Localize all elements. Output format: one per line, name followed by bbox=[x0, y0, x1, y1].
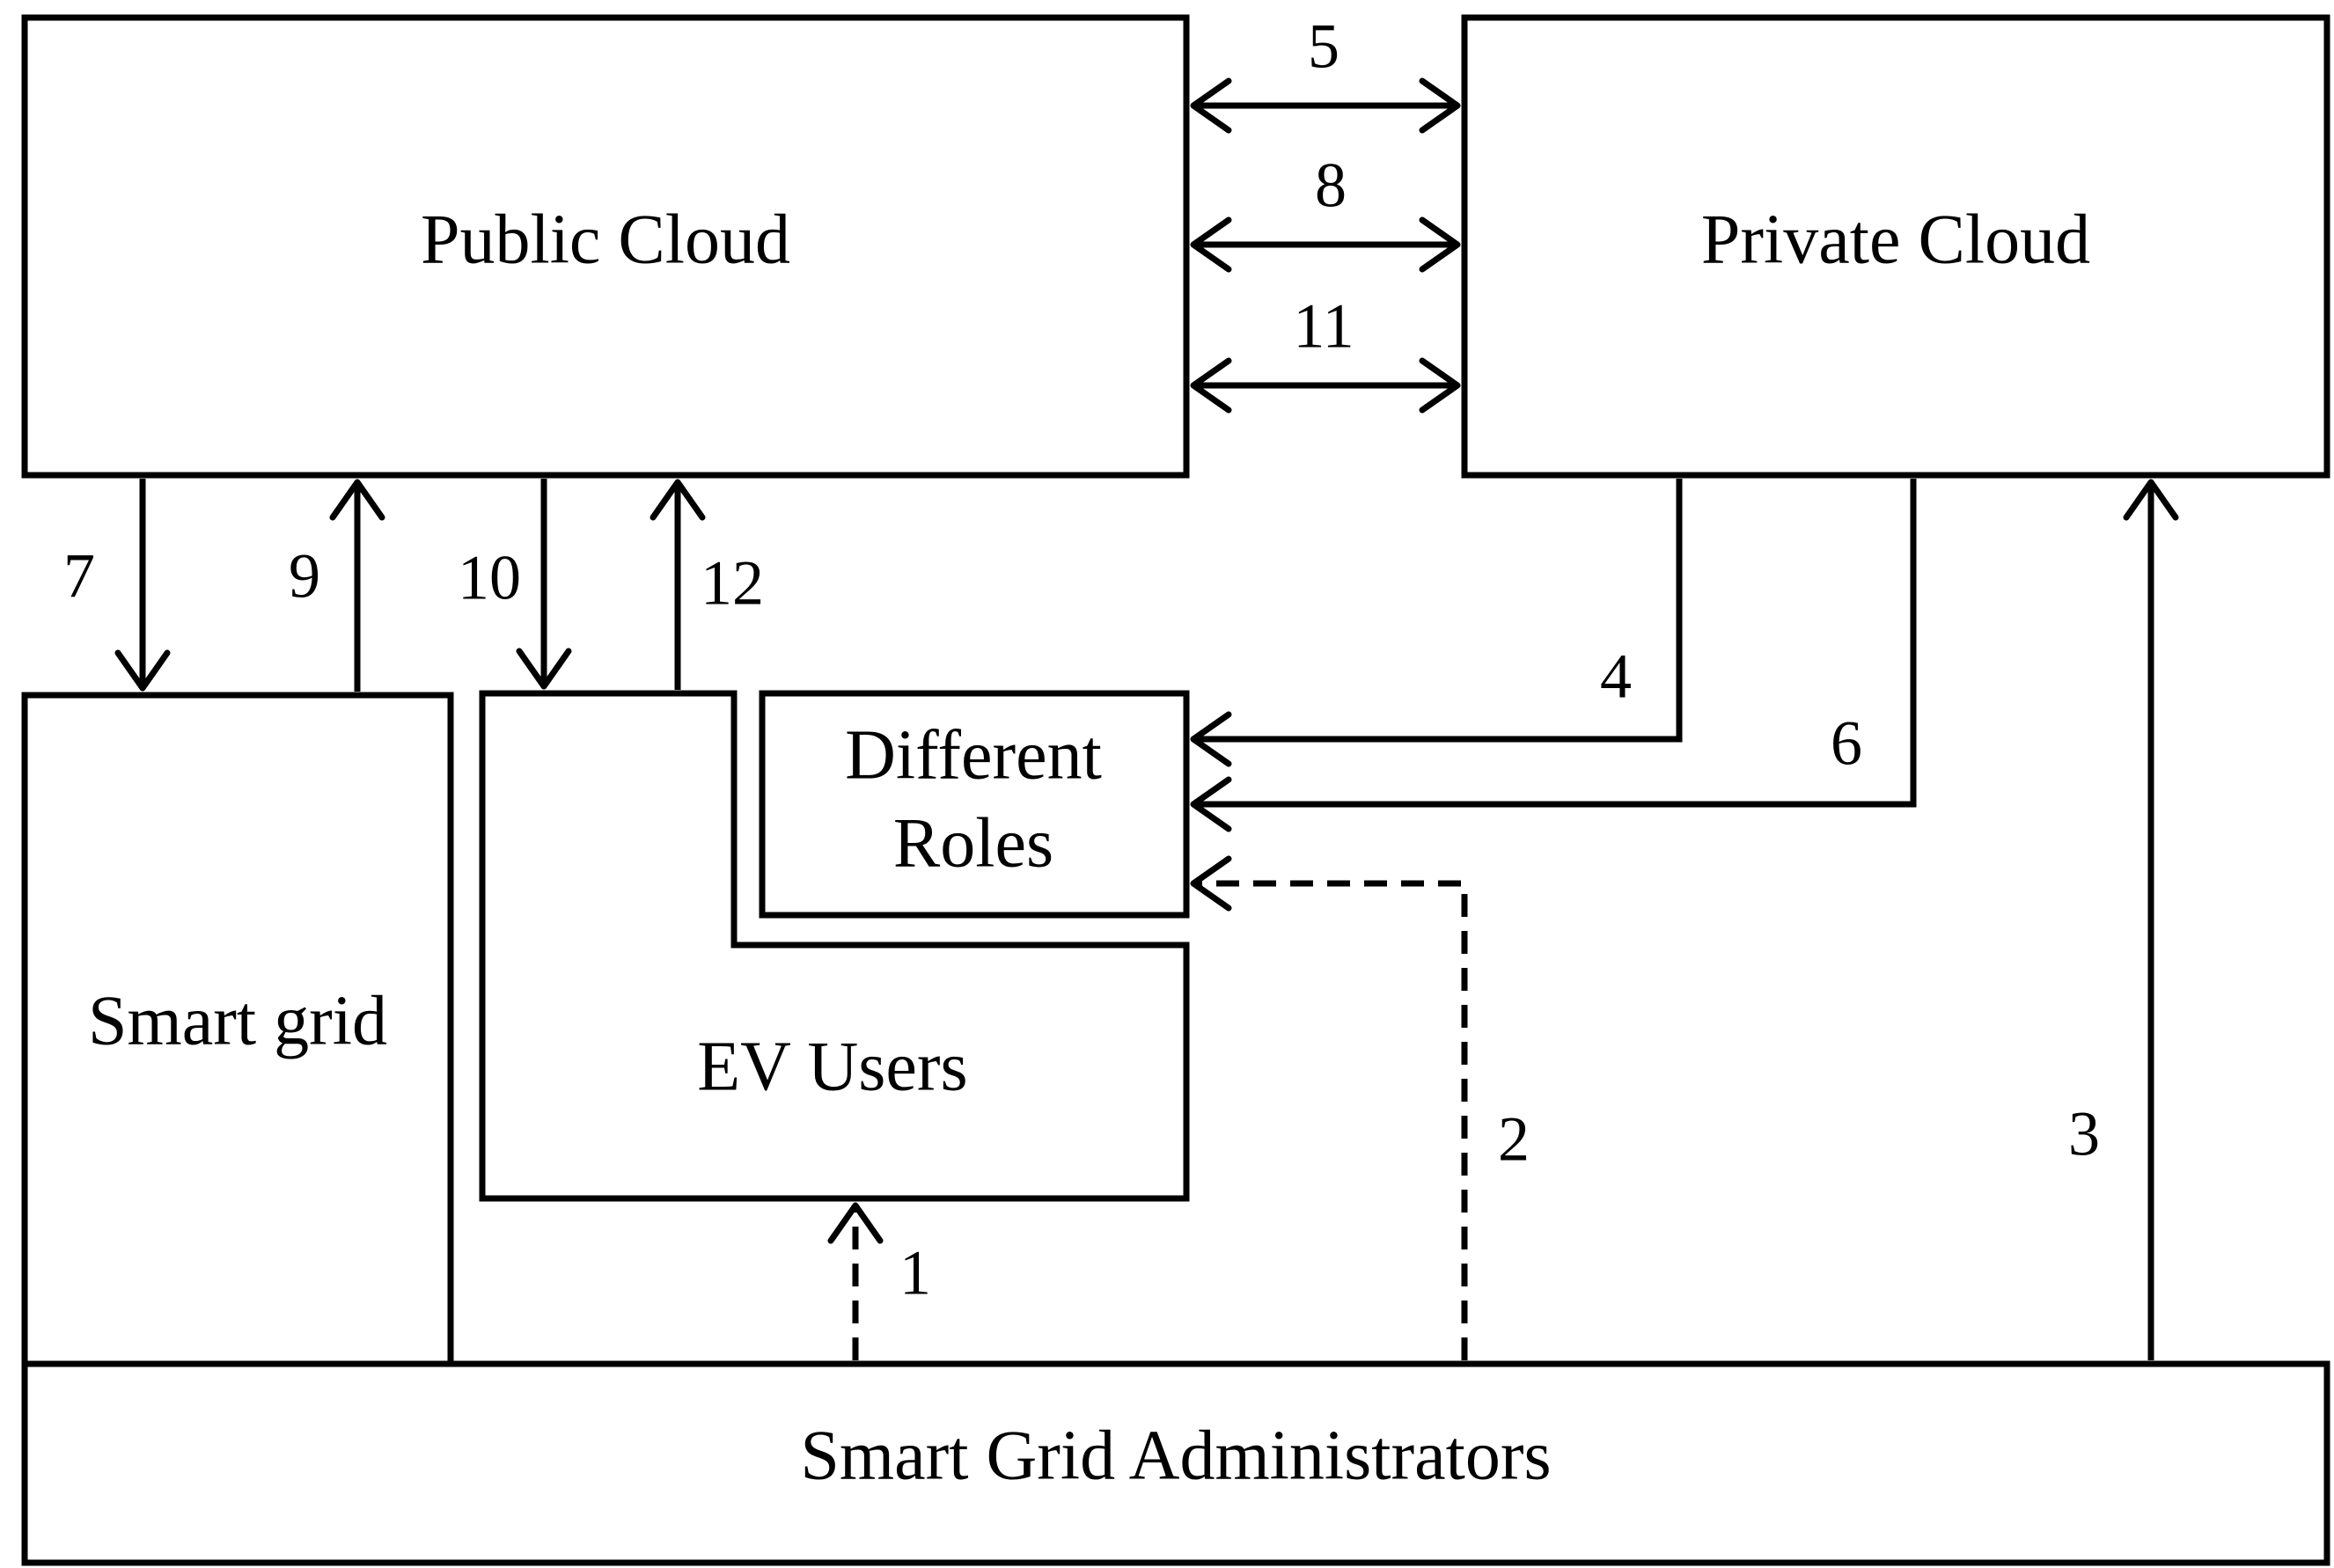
edge-label-4: 4 bbox=[1600, 641, 1632, 712]
different-roles-label-line1: Different bbox=[845, 716, 1102, 794]
different-roles-node: Different Roles bbox=[759, 690, 1190, 919]
edge-8-arrow bbox=[1190, 216, 1461, 273]
edge-label-7: 7 bbox=[63, 541, 95, 612]
administrators-node: Smart Grid Administrators bbox=[21, 1360, 2330, 1566]
edge-1-arrow bbox=[827, 1202, 884, 1360]
public-cloud-node: Public Cloud bbox=[21, 14, 1190, 479]
edge-label-1: 1 bbox=[899, 1238, 931, 1308]
ev-users-node: EV Users bbox=[479, 690, 1190, 1202]
edge-9-arrow bbox=[329, 479, 385, 692]
edge-label-8: 8 bbox=[1315, 150, 1347, 221]
edge-label-11: 11 bbox=[1293, 291, 1354, 362]
edge-label-6: 6 bbox=[1831, 708, 1862, 779]
edge-5-arrow bbox=[1190, 77, 1461, 134]
edge-label-10: 10 bbox=[458, 543, 521, 613]
edge-label-3: 3 bbox=[2068, 1099, 2100, 1169]
edge-label-9: 9 bbox=[289, 541, 320, 612]
edge-7-arrow bbox=[114, 479, 171, 692]
edge-11-arrow bbox=[1190, 357, 1461, 414]
edge-10-arrow bbox=[516, 479, 572, 690]
edge-6-arrow bbox=[1190, 479, 1917, 832]
edge-label-2: 2 bbox=[1498, 1104, 1530, 1175]
different-roles-label-line2: Roles bbox=[893, 804, 1053, 882]
edge-2-arrow bbox=[1190, 855, 1468, 1360]
edge-4-arrow bbox=[1190, 479, 1683, 767]
smart-grid-node: Smart grid bbox=[21, 692, 454, 1367]
edge-3-arrow bbox=[2123, 479, 2179, 1360]
administrators-label: Smart Grid Administrators bbox=[800, 1417, 1551, 1494]
edge-label-5: 5 bbox=[1308, 11, 1339, 82]
ev-users-label: EV Users bbox=[697, 1028, 967, 1105]
private-cloud-label: Private Cloud bbox=[1701, 201, 2090, 278]
edge-12-arrow bbox=[650, 479, 706, 690]
public-cloud-label: Public Cloud bbox=[421, 201, 790, 278]
smart-grid-label: Smart grid bbox=[88, 982, 387, 1059]
edge-label-12: 12 bbox=[701, 548, 764, 619]
private-cloud-node: Private Cloud bbox=[1461, 14, 2330, 479]
